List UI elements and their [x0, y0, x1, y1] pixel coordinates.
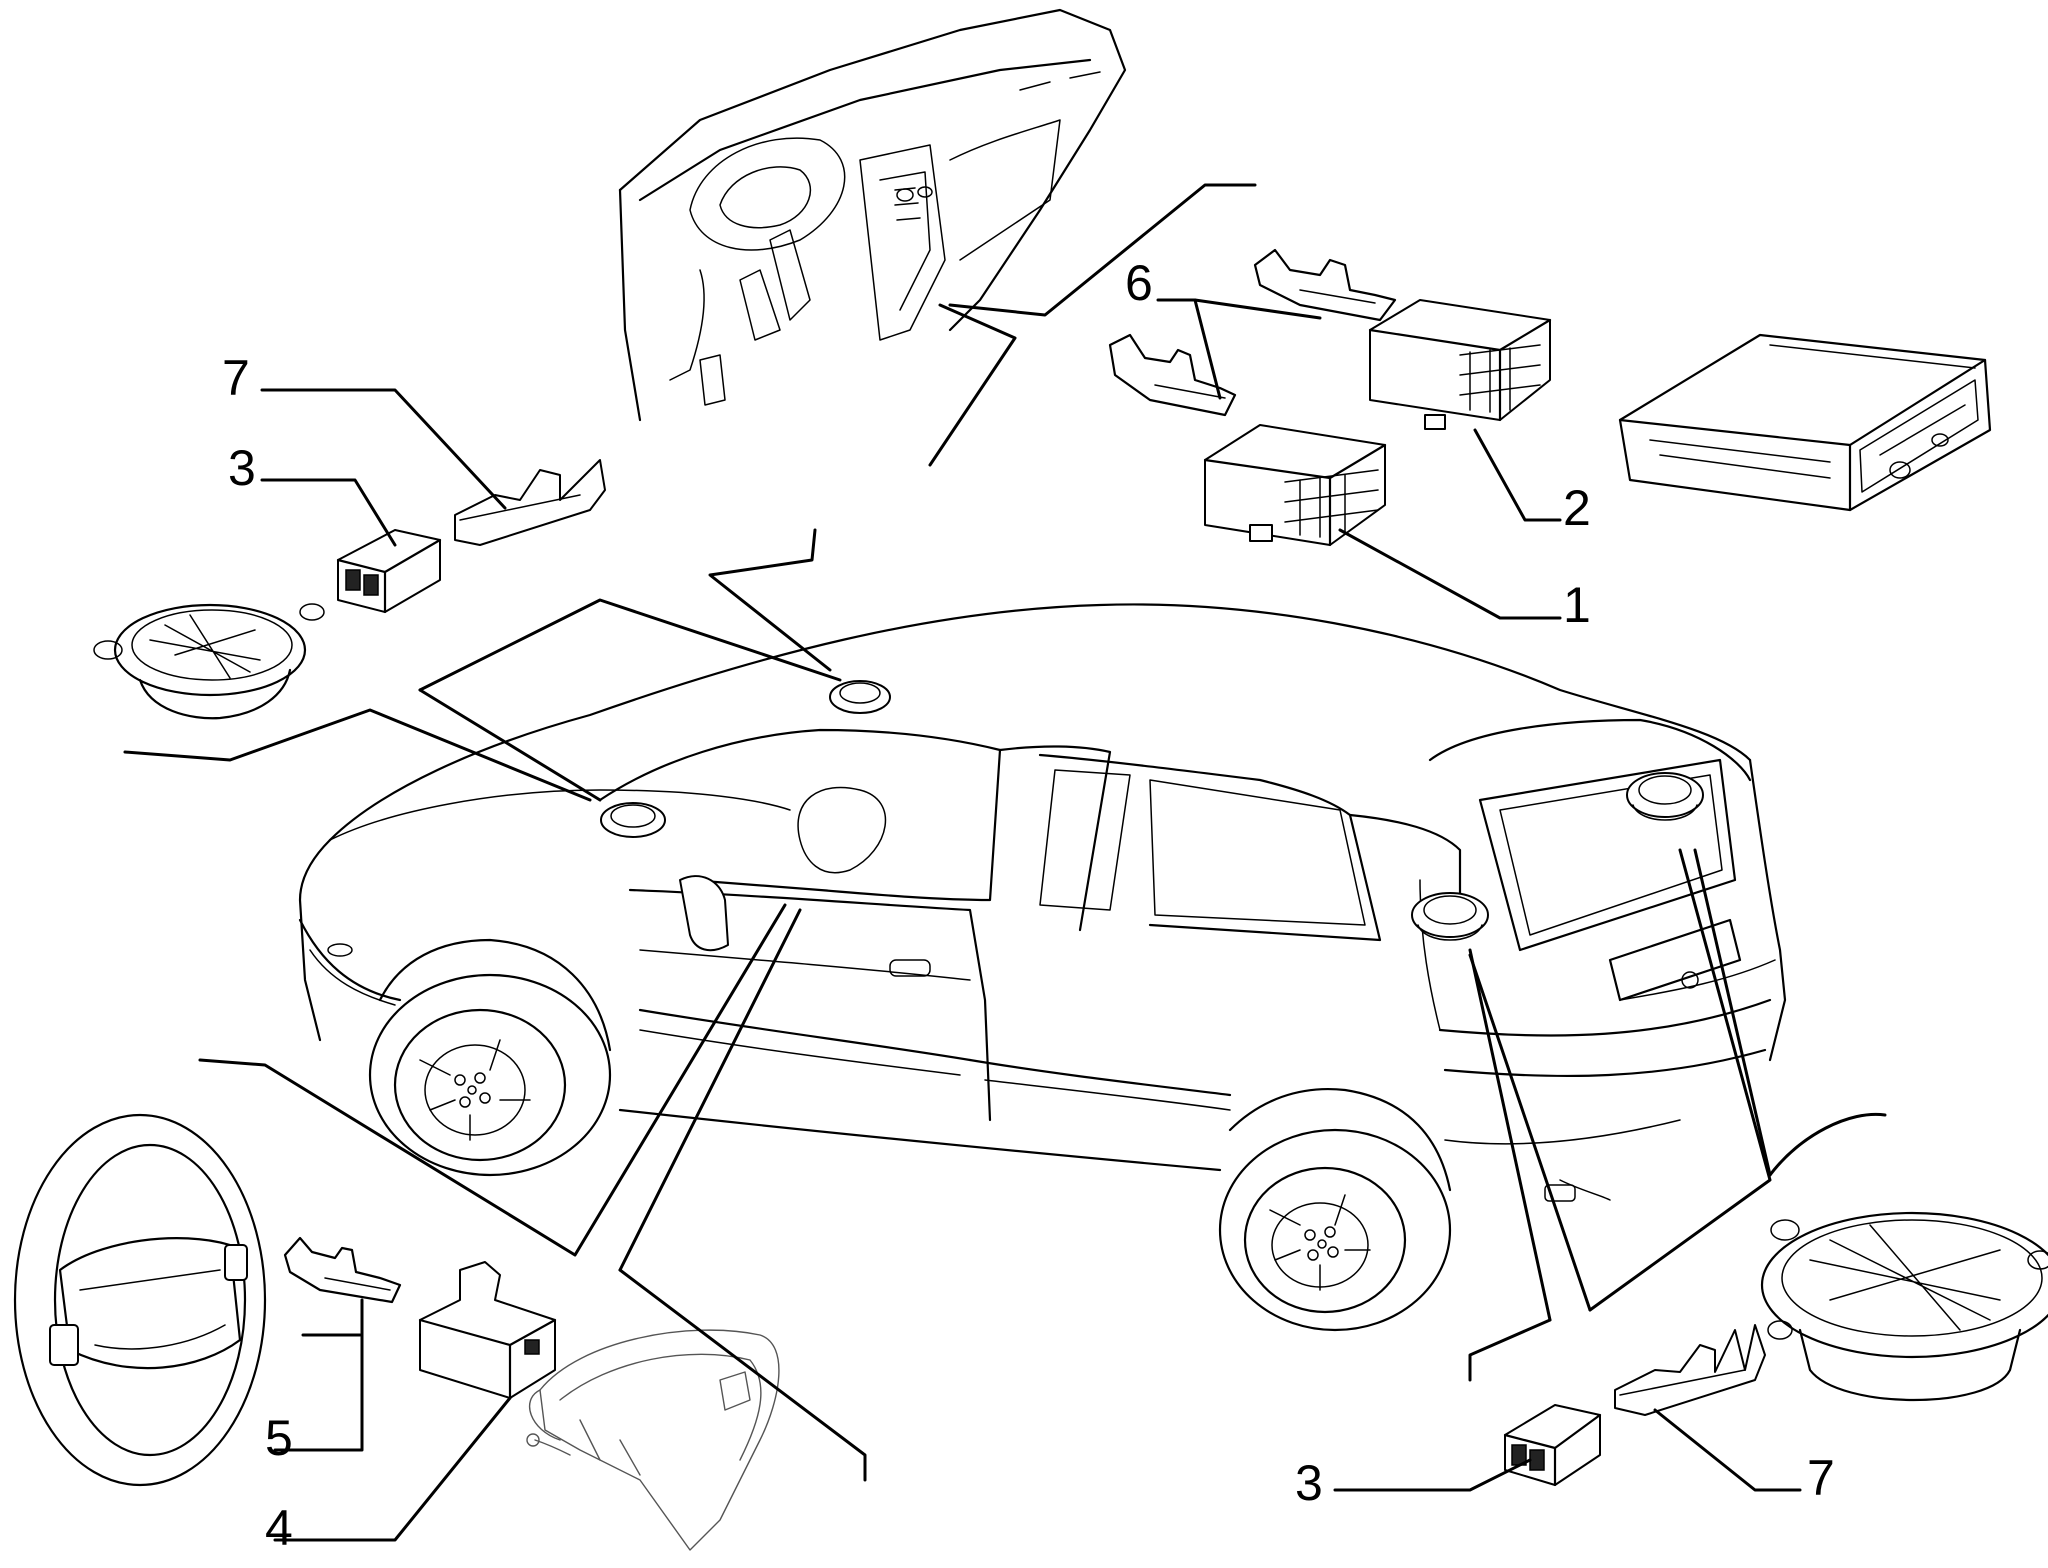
leader-lines: [123, 183, 1887, 1542]
callout-7-upper: 7: [222, 350, 250, 406]
callout-1: 1: [1563, 577, 1591, 633]
rear-wheel-illustration: [1218, 1088, 1452, 1332]
connector-2-illustration: [1368, 299, 1552, 430]
callout-3-lower: 3: [1295, 1455, 1323, 1511]
terminal-5-illustration: [283, 1236, 402, 1304]
callout-6: 6: [1125, 255, 1153, 311]
callout-3-upper: 3: [228, 440, 256, 496]
speaker-rear-hatch-illustration: [1626, 772, 1704, 821]
terminal-6-upper-illustration: [1253, 248, 1397, 322]
radio-unit-illustration: [1618, 333, 1992, 512]
terminal-7-lower-illustration: [1614, 1324, 1766, 1416]
connector-3-upper-illustration: [336, 529, 442, 614]
speaker-rear-pillar-illustration: [1411, 892, 1489, 941]
front-wheel-illustration: [368, 938, 612, 1177]
car-illustration: [298, 603, 1787, 1202]
callout-5: 5: [265, 1410, 293, 1466]
speaker-dash-center-illustration: [829, 680, 891, 714]
terminal-7-upper-illustration: [454, 459, 606, 546]
callout-7-lower: 7: [1807, 1450, 1835, 1506]
dashboard-illustration: [618, 8, 1127, 422]
terminal-6-lower-illustration: [1108, 333, 1237, 417]
callout-4: 4: [265, 1500, 293, 1556]
connector-3-lower-illustration: [1503, 1404, 1602, 1487]
connector-1-illustration: [1203, 424, 1387, 547]
callout-2: 2: [1563, 480, 1591, 536]
connector-4-illustration: [418, 1261, 557, 1400]
speaker-dash-left-illustration: [600, 802, 666, 838]
steering-wheel-illustration: [13, 1113, 267, 1487]
speaker-right-illustration: [1760, 1211, 2048, 1402]
speaker-left-illustration: [93, 603, 325, 720]
